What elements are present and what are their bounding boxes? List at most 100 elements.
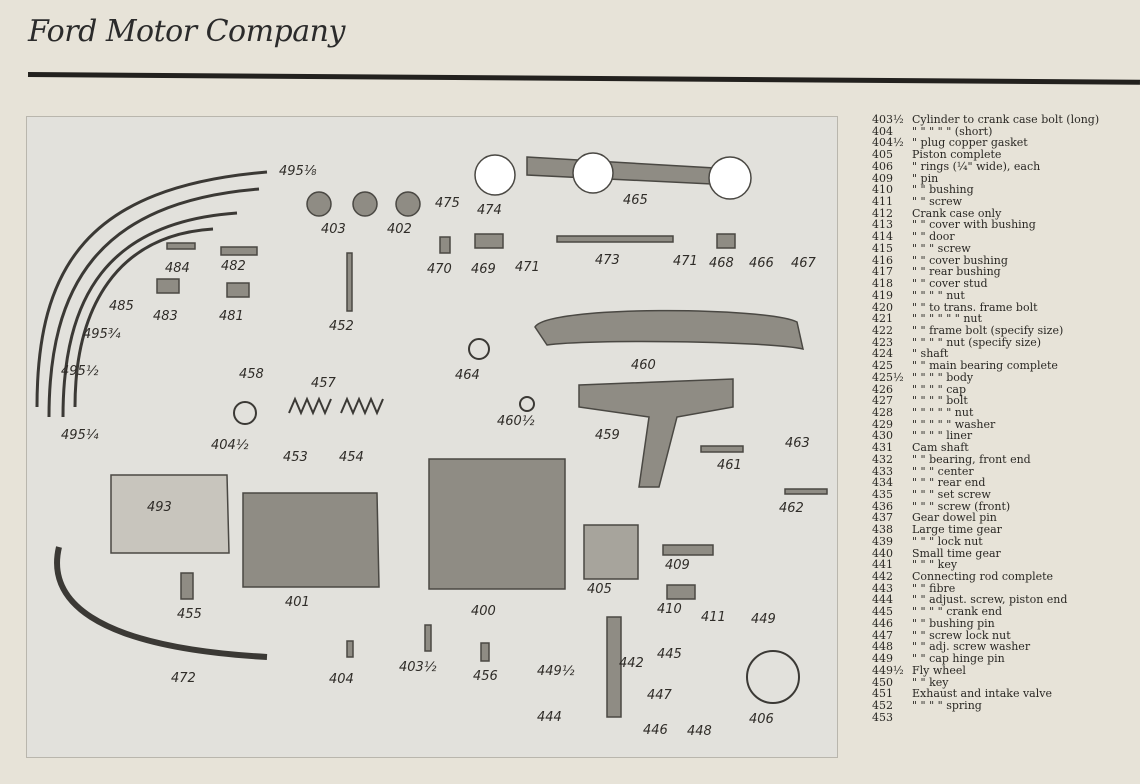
part-number: 434 [872,476,893,490]
part-number: 422 [872,323,893,337]
part-number: 403½ [872,113,904,126]
label-469: 469 [471,262,496,277]
part-number: 443 [872,581,893,595]
part-number: 423 [872,335,893,349]
part-description: " " " screw (front) [912,499,1011,513]
parts-list-row: 413 " " cover with bushing [872,219,1134,231]
label-466: 466 [749,256,774,271]
parts-list-row: 416 " " cover bushing [872,253,1134,267]
label-401: 401 [285,595,310,610]
part-description: " " " " bolt [912,394,968,408]
part-number: 421 [872,312,893,326]
part-description: Crank case only [912,206,1002,220]
part-number: 449½ [872,663,904,677]
parts-list-row: 428 " " " " " nut [872,407,1134,419]
part-description: Small time gear [912,546,1001,560]
parts-list-row: 434 " " " rear end [872,477,1134,489]
part-number: 424 [872,347,893,361]
part-number: 432 [872,452,893,466]
part-number: 431 [872,441,893,455]
parts-list-row: 436 " " " screw (front) [872,499,1134,513]
part-number: 417 [872,265,893,279]
label-461: 461 [717,458,742,473]
parts-list-row: 450 " " key [872,675,1134,689]
label-464: 464 [455,368,480,383]
label-449-1-2: 449½ [537,664,575,679]
part-description: " " screw lock nut [912,628,1011,642]
parts-list-row: 448 " " adj. screw washer [872,641,1134,653]
part-description: Cylinder to crank case bolt (long) [912,113,1100,126]
part-description: " " " set screw [912,488,991,501]
part-number: 449 [872,652,893,666]
parts-list-row: 449 " " cap hinge pin [872,653,1134,665]
engine-parts-plate: 495⅛ 495¾ 495½ 495¼ 403 402 475 474 465 … [26,116,838,758]
part-description: " " " center [912,464,974,478]
part-number: 452 [872,698,893,712]
part-number: 404 [872,124,893,138]
part-number: 430 [872,429,893,443]
parts-list-row: 423 " " " " nut (specify size) [872,335,1134,349]
label-404: 404 [329,672,354,687]
parts-list-row: 435 " " " set screw [872,489,1134,501]
part-number: 447 [872,628,893,642]
part-description: " " rear bushing [912,265,1001,279]
part-number: 410 [872,183,893,197]
label-455: 455 [177,607,202,622]
parts-list-row: 403½ Cylinder to crank case bolt (long) [872,114,1134,126]
part-number: 414 [872,230,893,244]
label-483: 483 [153,309,178,324]
part-description: Piston complete [912,148,1002,162]
parts-list-row: 432 " " bearing, front end [872,454,1134,466]
label-473: 473 [595,253,620,268]
parts-list-row: 414 " " door [872,231,1134,243]
parts-list-row: 443 " " fibre [872,583,1134,595]
part-description: Cam shaft [912,441,969,455]
part-number: 413 [872,218,893,232]
label-462: 462 [779,501,804,516]
part-description: " " " rear end [912,476,986,490]
parts-list-row: 427 " " " " bolt [872,395,1134,407]
label-449: 449 [751,612,776,627]
label-454: 454 [339,450,364,465]
label-402: 402 [387,222,412,237]
part-number: 453 [872,710,893,724]
part-description: " " " " " washer [912,417,996,431]
part-description: " " key [912,675,949,689]
part-description: " " to trans. frame bolt [912,300,1038,314]
label-460: 460 [631,358,656,373]
parts-list-row: 417 " " rear bushing [872,266,1134,278]
part-number: 425½ [872,370,904,384]
part-number: 451 [872,687,893,701]
part-description: " " screw [912,195,963,209]
parts-list-row: 424 " shaft [872,348,1134,360]
parts-list-row: 426 " " " " cap [872,382,1134,396]
label-459: 459 [595,428,620,443]
part-description: " plug copper gasket [912,136,1028,150]
label-495-1-2: 495½ [61,364,99,379]
label-484: 484 [165,261,190,276]
part-number: 428 [872,405,893,419]
part-description: " " adj. screw washer [912,640,1031,654]
part-description: " " " " " nut [912,405,974,419]
part-description: " " cover bushing [912,253,1008,267]
label-400: 400 [471,604,496,619]
label-456: 456 [473,669,498,684]
label-471b: 471 [673,254,698,269]
label-482: 482 [221,259,246,274]
label-458: 458 [239,367,264,382]
part-description: " " " " cap [912,382,966,396]
part-description: " " cover with bushing [912,218,1036,232]
label-448: 448 [687,724,712,739]
parts-list-row: 433 " " " center [872,464,1134,478]
part-description: " rings (¼" wide), each [912,159,1041,173]
part-description: " " " " " (short) [912,124,993,138]
label-468: 468 [709,256,734,271]
parts-list-row: 429 " " " " " washer [872,417,1134,431]
label-411: 411 [701,610,726,625]
part-number: 435 [872,488,893,501]
label-472: 472 [171,671,196,686]
part-description: " " " lock nut [912,534,983,548]
